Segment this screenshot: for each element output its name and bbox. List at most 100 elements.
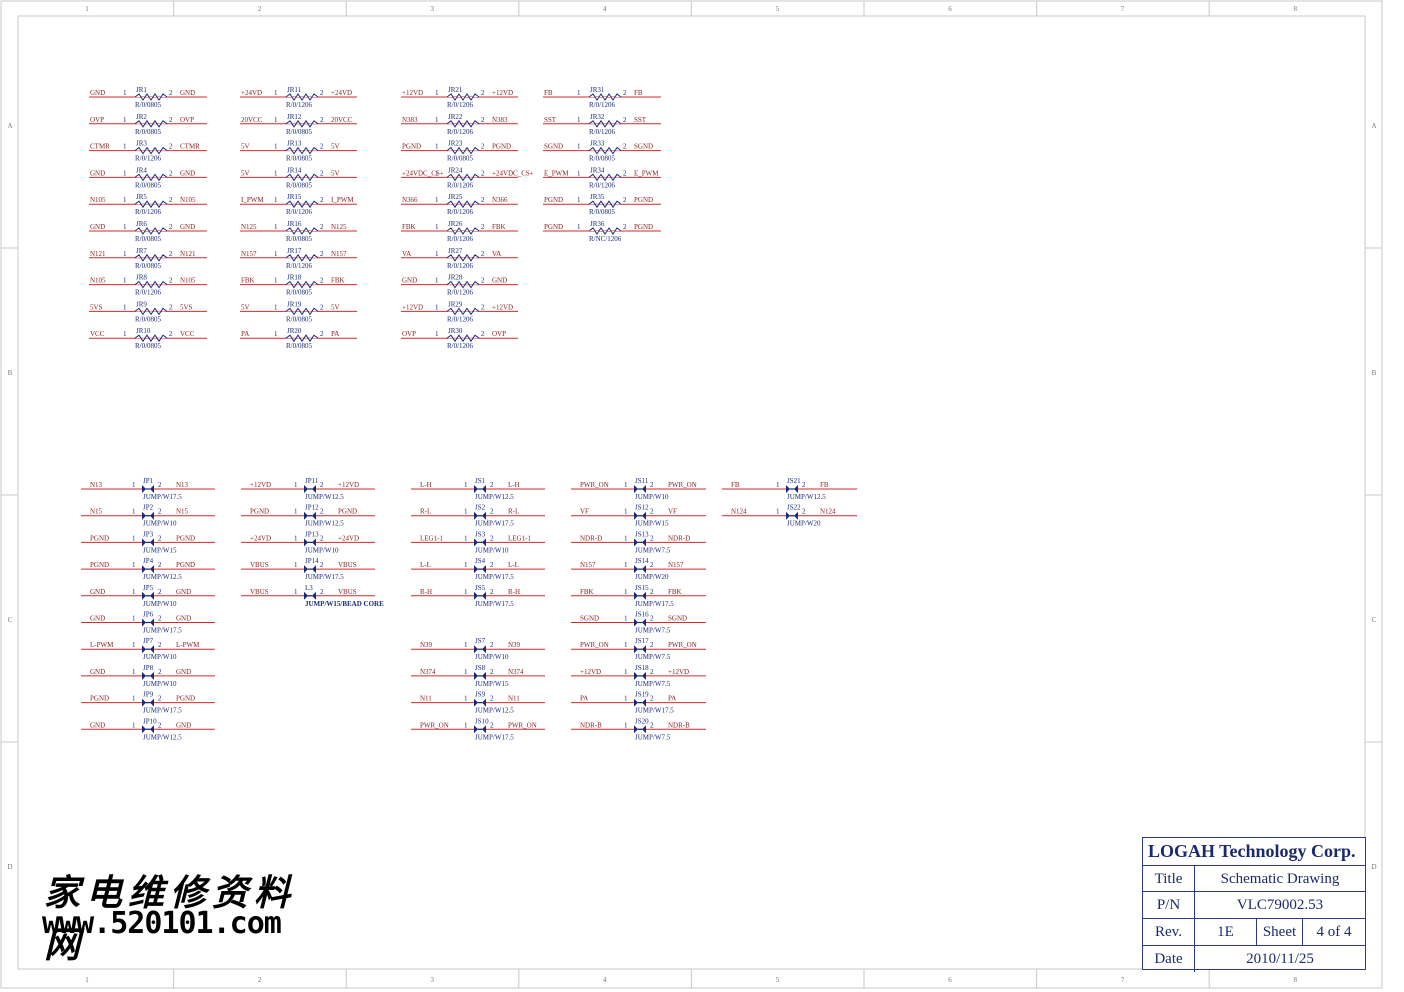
net-label-right: PWR_ON xyxy=(668,641,697,649)
resistor-body xyxy=(446,307,480,316)
jumper-terminal xyxy=(634,645,638,654)
net-label-right: PWR_ON xyxy=(668,481,697,489)
net-label-left: N105 xyxy=(90,277,106,285)
reference-designator: JR34 xyxy=(590,166,605,174)
part-value: JUMP/W17.5 xyxy=(635,707,674,715)
reference-designator: JR1 xyxy=(136,86,147,94)
net-label-left: PGND xyxy=(544,196,563,204)
pin-number: 1 xyxy=(435,89,439,97)
net-label-left: GND xyxy=(90,89,105,97)
net-label-left: PA xyxy=(580,695,588,703)
part-value: JUMP/W17.5 xyxy=(475,733,514,741)
jumper-terminal xyxy=(142,698,146,707)
net-label-right: OVP xyxy=(492,330,506,338)
reference-designator: JP5 xyxy=(143,584,154,592)
rev-row: Rev. 1E Sheet 4 of 4 xyxy=(1143,918,1365,946)
resistor-body xyxy=(134,146,168,155)
part-value: JUMP/W12.5 xyxy=(143,733,182,741)
part-value: JUMP/W10 xyxy=(143,600,177,608)
pin-number: 2 xyxy=(650,641,654,649)
part-value: R/0/1206 xyxy=(447,235,474,243)
part-value: JUMP/W20 xyxy=(787,520,821,528)
net-label-right: OVP xyxy=(180,116,194,124)
reference-designator: JP12 xyxy=(305,504,319,512)
pin-number: 1 xyxy=(776,508,780,516)
reference-designator: JR9 xyxy=(136,300,147,308)
jumper-terminal xyxy=(482,698,486,707)
jumper-terminal xyxy=(634,725,638,734)
pin-number: 1 xyxy=(624,668,628,676)
net-label-right: R-L xyxy=(508,508,519,516)
net-label-left: NDR-B xyxy=(580,721,602,729)
pin-number: 1 xyxy=(577,196,581,204)
part-value: R/0/0805 xyxy=(286,289,313,297)
date-label: Date xyxy=(1143,946,1195,972)
jumper-terminal xyxy=(794,485,798,493)
pin-number: 1 xyxy=(274,89,278,97)
net-label-right: +24VDC_CS+ xyxy=(492,169,534,177)
net-label-left: GND xyxy=(90,668,105,676)
title-row: Title Schematic Drawing xyxy=(1143,865,1365,892)
zone-col-top: 8 xyxy=(1293,5,1297,13)
reference-designator: JR29 xyxy=(448,300,463,308)
pin-number: 2 xyxy=(650,508,654,516)
reference-designator: JS9 xyxy=(475,691,486,699)
reference-designator: JR17 xyxy=(287,247,302,255)
net-label-right: N13 xyxy=(176,481,189,489)
pin-number: 1 xyxy=(274,196,278,204)
net-label-left: OVP xyxy=(90,116,104,124)
net-label-left: +12VD xyxy=(402,89,423,97)
pin-number: 2 xyxy=(158,668,162,676)
net-label-left: 5V xyxy=(241,169,250,177)
jumper-terminal xyxy=(150,725,154,734)
resistor-body xyxy=(285,253,319,262)
pin-number: 1 xyxy=(435,223,439,231)
pin-number: 2 xyxy=(320,143,324,151)
jumper-terminal xyxy=(150,645,154,654)
net-label-left: N121 xyxy=(90,250,106,258)
reference-designator: JS3 xyxy=(475,530,486,538)
jumper-terminal xyxy=(150,511,154,520)
reference-designator: JR14 xyxy=(287,166,302,174)
net-label-right: FB xyxy=(820,481,829,489)
jumper-terminal xyxy=(150,538,154,547)
pin-number: 1 xyxy=(123,169,127,177)
net-label-right: PWR_ON xyxy=(508,721,537,729)
part-value: R/0/1206 xyxy=(135,289,162,297)
net-label-right: PA xyxy=(331,330,339,338)
jumper-terminal xyxy=(312,538,316,547)
part-value: R/0/1206 xyxy=(447,315,474,323)
pin-number: 2 xyxy=(623,196,627,204)
part-value: JUMP/W7.5 xyxy=(635,653,671,661)
pin-number: 2 xyxy=(158,561,162,569)
pin-number: 2 xyxy=(481,196,485,204)
jumper-terminal xyxy=(304,591,308,600)
pn-row: P/N VLC79002.53 xyxy=(1143,891,1365,919)
pn-value: VLC79002.53 xyxy=(1236,897,1324,913)
pin-number: 2 xyxy=(490,641,494,649)
net-label-right: VA xyxy=(492,250,501,258)
reference-designator: JP7 xyxy=(143,637,154,645)
pin-number: 1 xyxy=(274,330,278,338)
date-row: Date 2010/11/25 xyxy=(1143,945,1365,972)
jumper-terminal xyxy=(474,645,478,654)
net-label-right: I_PWM xyxy=(331,196,354,204)
pin-number: 1 xyxy=(274,116,278,124)
jumper-terminal xyxy=(634,618,638,627)
pin-number: 1 xyxy=(435,303,439,311)
inner-border xyxy=(17,15,1366,970)
net-label-right: L-PWM xyxy=(176,641,200,649)
